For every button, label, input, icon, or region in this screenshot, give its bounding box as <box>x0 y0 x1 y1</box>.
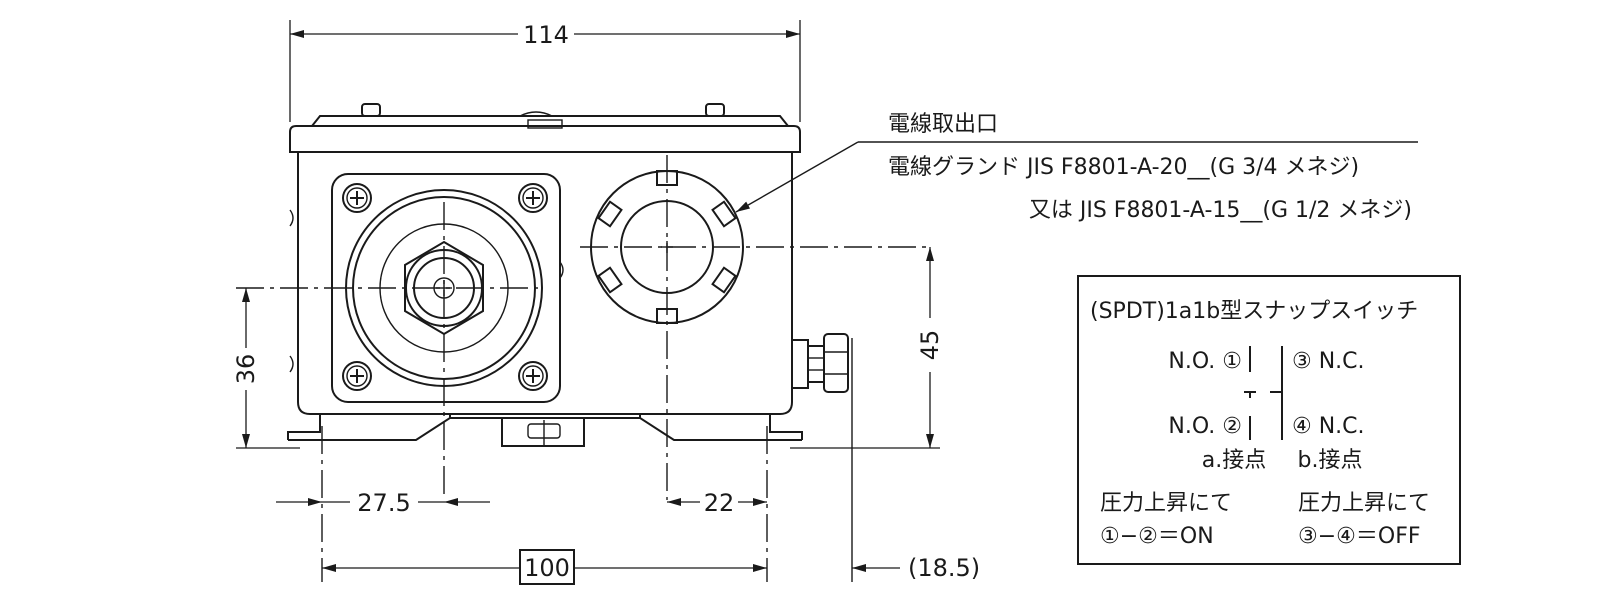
switch-no1-label: N.O. ① <box>1168 349 1242 374</box>
dim-width-total: 114 <box>523 21 569 49</box>
callout-line-1: 電線グランド JIS F8801-A-20__(G 3/4 メネジ) <box>888 155 1359 180</box>
center-lines <box>236 155 930 582</box>
callout-line-2: 又は JIS F8801-A-15__(G 1/2 メネジ) <box>1029 198 1412 223</box>
callout-title: 電線取出口 <box>888 112 998 137</box>
b-contact-label: b.接点 <box>1298 448 1363 473</box>
right-pressure-note: 圧力上昇にて <box>1298 491 1430 516</box>
switch-no2-label: N.O. ② <box>1168 414 1242 439</box>
housing <box>287 103 803 447</box>
switch-spec-box <box>1077 275 1461 565</box>
basic-dimension-frame <box>519 549 575 585</box>
corner-screws <box>342 183 548 391</box>
screw-icon <box>518 361 548 391</box>
dimension-lines <box>236 20 940 585</box>
a-contact-label: a.接点 <box>1202 448 1266 473</box>
dim-base-span: 100 <box>524 554 570 582</box>
left-pressure-note: 圧力上昇にて <box>1100 491 1232 516</box>
dim-height-left: 36 <box>232 354 260 385</box>
switch-nc3-label: ③ N.C. <box>1292 349 1365 374</box>
switch-box-title: (SPDT)1a1b型スナップスイッチ <box>1090 299 1418 324</box>
dim-offset-right: 22 <box>704 489 735 517</box>
screw-icon <box>342 183 372 213</box>
screw-icon <box>518 183 548 213</box>
side-fitting <box>791 333 849 393</box>
screw-icon <box>342 361 372 391</box>
dim-offset-left: 27.5 <box>357 489 410 517</box>
right-state: ③−④＝OFF <box>1298 524 1421 549</box>
dim-ref-extra: (18.5) <box>908 554 980 582</box>
switch-nc4-label: ④ N.C. <box>1292 414 1365 439</box>
left-state: ①−②＝ON <box>1100 524 1214 549</box>
wire-outlet-callout <box>735 141 1418 213</box>
dim-height-right: 45 <box>916 330 944 361</box>
